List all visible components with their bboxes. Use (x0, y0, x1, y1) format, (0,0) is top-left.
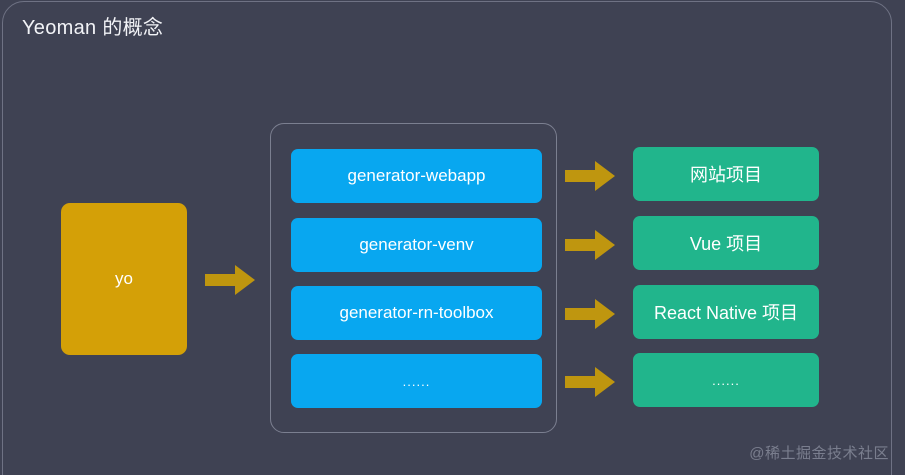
generator-item-2-label: generator-rn-toolbox (339, 303, 494, 322)
watermark: @稀土掘金技术社区 (749, 445, 889, 462)
generators-group (270, 123, 557, 433)
generator-item-3-label: ...... (402, 373, 431, 389)
generator-item-3: ...... (291, 354, 542, 408)
generator-item-1: generator-venv (291, 218, 542, 272)
arrow-right-icon-row-0 (565, 159, 615, 193)
project-item-0-label: 网站项目 (690, 165, 762, 185)
project-item-1-label: Vue 项目 (689, 234, 763, 254)
yo-node-label: yo (115, 269, 133, 288)
project-item-3: ...... (633, 353, 819, 407)
project-item-2-label: React Native 项目 (653, 303, 799, 323)
generator-item-2: generator-rn-toolbox (291, 286, 542, 340)
yo-node: yo (61, 203, 187, 355)
arrow-right-icon-row-2 (565, 297, 615, 331)
generator-item-1-label: generator-venv (359, 235, 474, 254)
project-item-0: 网站项目 (633, 147, 819, 201)
generator-item-0: generator-webapp (291, 149, 542, 203)
generator-item-0-label: generator-webapp (347, 166, 486, 185)
project-item-2: React Native 项目 (633, 285, 819, 339)
project-item-1: Vue 项目 (633, 216, 819, 270)
arrow-right-icon-row-3 (565, 365, 615, 399)
page-title: Yeoman 的概念 (22, 17, 164, 39)
arrow-right-icon-main (205, 263, 255, 297)
arrow-right-icon-row-1 (565, 228, 615, 262)
project-item-3-label: ...... (712, 372, 740, 388)
